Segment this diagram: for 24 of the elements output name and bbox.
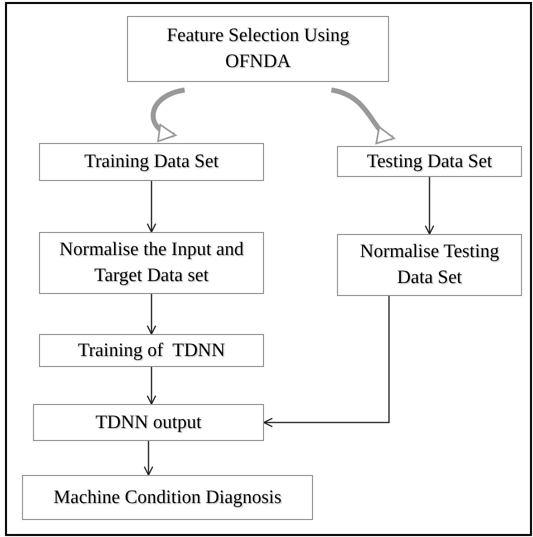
process-box	[337, 146, 522, 177]
arrow	[144, 441, 154, 476]
box-label: Training of TDNN	[78, 338, 226, 363]
process-box	[39, 334, 264, 367]
process-box	[39, 143, 264, 181]
arrow	[424, 177, 434, 235]
process-box	[39, 232, 264, 294]
process-box	[337, 234, 522, 296]
arrow	[263, 296, 390, 428]
box-label: Machine Condition Diagnosis	[54, 486, 282, 510]
arrow	[146, 367, 156, 405]
process-box	[127, 16, 389, 82]
process-box	[33, 404, 264, 441]
curved-arrow	[150, 88, 186, 140]
box-label: Testing Data Set	[366, 150, 492, 174]
arrow	[146, 181, 156, 233]
arrow	[146, 294, 156, 335]
box-label: Feature Selection Using OFNDA	[166, 24, 350, 74]
process-box	[22, 475, 313, 520]
box-label: Normalise the Input and Target Data set	[58, 238, 245, 288]
box-label: Normalise Testing Data Set	[358, 240, 500, 290]
box-label: Training Data Set	[84, 150, 219, 174]
box-label: TDNN output	[95, 410, 202, 435]
curved-arrow	[330, 88, 395, 142]
